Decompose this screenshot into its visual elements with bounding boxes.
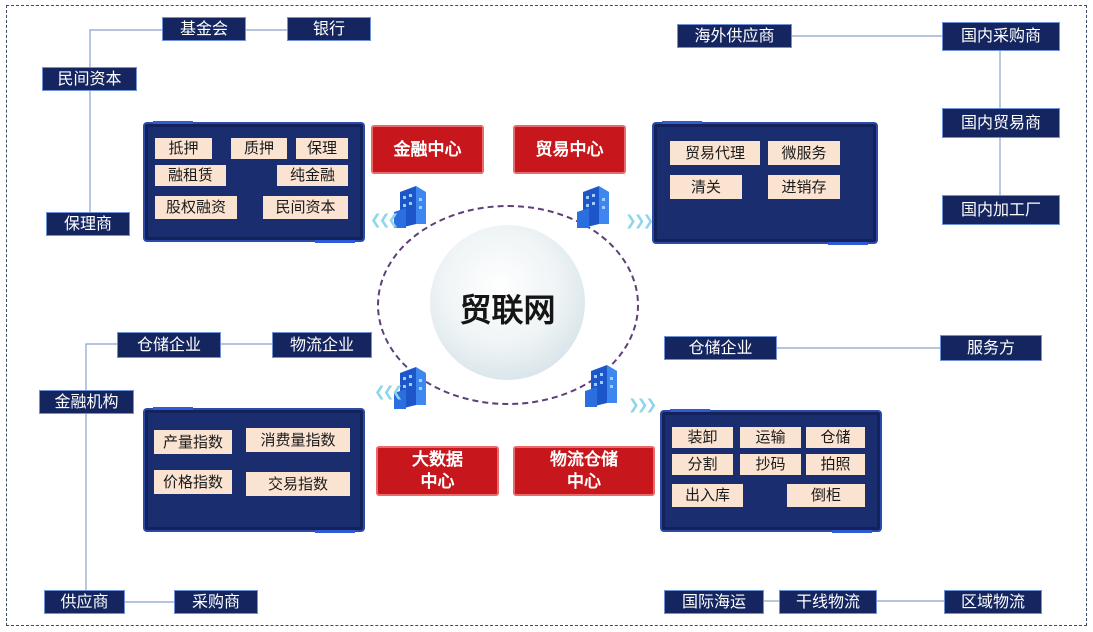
tag-domestic-factory: 国内加工厂 — [942, 195, 1060, 225]
chip-mortgage: 抵押 — [155, 138, 212, 159]
chip-photo: 拍照 — [806, 454, 865, 475]
globe-sphere — [430, 225, 585, 380]
chip-output-index: 产量指数 — [154, 430, 232, 454]
chip-inventory: 进销存 — [768, 175, 840, 199]
chip-trade-index: 交易指数 — [246, 472, 350, 496]
chevron-right-icon: ❯❯❯ — [628, 397, 657, 413]
tag-overseas-supplier: 海外供应商 — [677, 24, 792, 48]
center-title: 贸联网 — [459, 291, 556, 329]
diagram-frame — [6, 5, 1087, 626]
chip-trade-agency: 贸易代理 — [670, 141, 760, 165]
tag-trunk-logistics: 干线物流 — [779, 590, 877, 614]
tag-factor: 保理商 — [46, 212, 130, 236]
chip-loading: 装卸 — [672, 427, 733, 448]
chip-financial-leasing: 融租赁 — [155, 165, 226, 186]
hub-finance: 金融中心 — [371, 125, 484, 174]
tag-domestic-trader: 国内贸易商 — [942, 108, 1060, 138]
chip-price-index: 价格指数 — [154, 470, 232, 494]
tag-supplier: 供应商 — [44, 590, 125, 614]
tag-service-provider: 服务方 — [940, 335, 1042, 361]
tag-bank: 银行 — [287, 17, 371, 41]
tag-logistics-company: 物流企业 — [272, 332, 372, 358]
building-icon-bigdata — [394, 367, 426, 409]
building-icon-logistics — [585, 365, 617, 407]
tag-private-capital: 民间资本 — [42, 67, 137, 91]
tag-domestic-buyer: 国内采购商 — [942, 22, 1060, 51]
chip-private-capital: 民间资本 — [263, 196, 348, 219]
building-icon-trade — [577, 186, 609, 228]
chip-in-out-warehouse: 出入库 — [672, 484, 743, 507]
tag-regional-logistics: 区域物流 — [944, 590, 1042, 614]
chip-code-copy: 抄码 — [740, 454, 801, 475]
chip-equity-financing: 股权融资 — [155, 196, 237, 219]
chip-pledge: 质押 — [231, 138, 287, 159]
tag-warehouse-left: 仓储企业 — [117, 332, 221, 358]
chevron-left-icon: ❮❮❮ — [370, 212, 399, 228]
hub-trade: 贸易中心 — [513, 125, 626, 174]
tag-warehouse-right: 仓储企业 — [664, 336, 777, 360]
tag-purchaser: 采购商 — [174, 590, 258, 614]
chevron-left-icon: ❮❮❮ — [374, 384, 403, 400]
chip-splitting: 分割 — [672, 454, 733, 475]
globe-ring — [377, 205, 639, 405]
hub-logistics: 物流仓储 中心 — [513, 446, 655, 496]
hub-bigdata: 大数据 中心 — [376, 446, 499, 496]
building-icon-finance — [394, 186, 426, 228]
tag-foundation: 基金会 — [162, 17, 246, 41]
chip-transport: 运输 — [740, 427, 801, 448]
chip-factoring: 保理 — [296, 138, 348, 159]
chip-micro-service: 微服务 — [768, 141, 840, 165]
chip-container-transfer: 倒柜 — [787, 484, 865, 507]
tag-intl-shipping: 国际海运 — [664, 590, 764, 614]
chip-storage: 仓储 — [806, 427, 865, 448]
tag-financial-institution: 金融机构 — [39, 390, 134, 414]
chevron-right-icon: ❯❯❯ — [625, 213, 654, 229]
chip-pure-finance: 纯金融 — [277, 165, 348, 186]
chip-consumption-index: 消费量指数 — [246, 428, 350, 452]
chip-customs-clearance: 清关 — [670, 175, 742, 199]
